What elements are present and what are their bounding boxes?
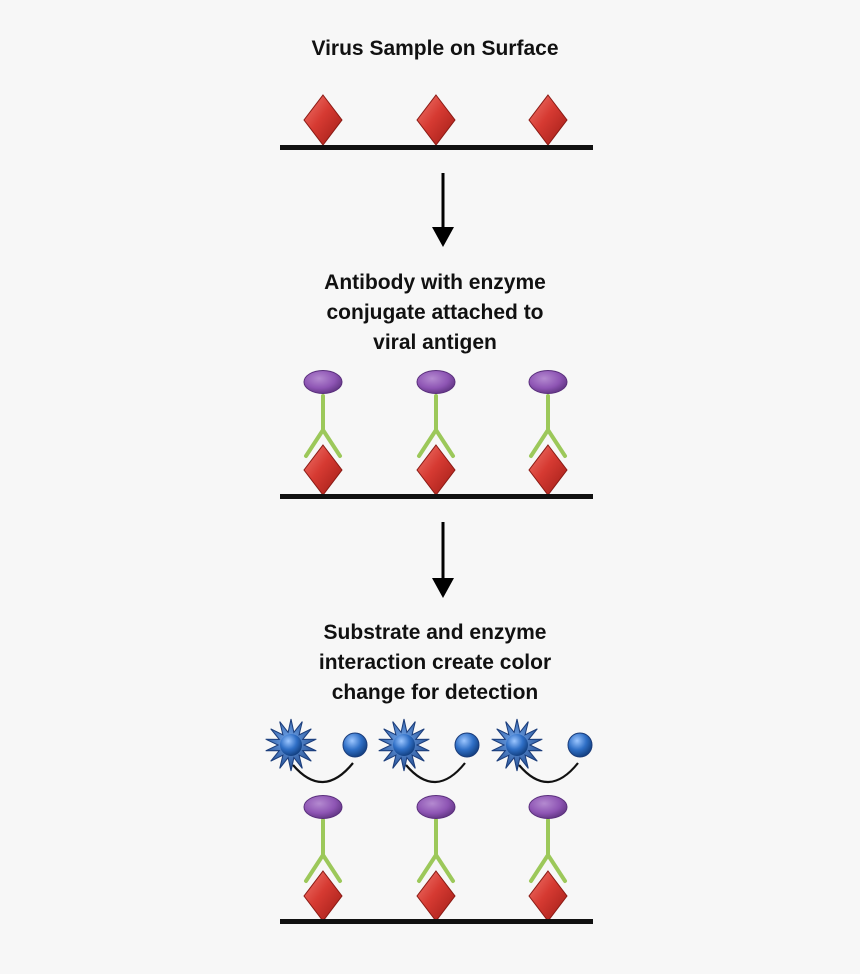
- step2-title-line2: conjugate attached to: [326, 301, 544, 324]
- step2-surface-line: [280, 494, 593, 499]
- step2-enzyme-ellipse-icon-1: [303, 370, 343, 394]
- step3-substrate-link-1: [292, 762, 354, 784]
- step2-to-step3-arrow-head-icon: [432, 578, 454, 598]
- step2-antibody-y-icon-3: [529, 394, 567, 458]
- step3-substrate-link-3: [518, 762, 579, 784]
- step3-substrate-star-core-icon-2: [393, 734, 415, 756]
- step3-title-line2: interaction create color: [318, 651, 552, 674]
- step3-antibody-y-icon-2: [417, 818, 455, 883]
- step3-substrate-ball-icon-2: [454, 732, 480, 758]
- step3-substrate-ball-icon-3: [567, 732, 593, 758]
- step3-enzyme-ellipse-icon-1: [303, 795, 343, 819]
- step3-title: Substrate and enzyme interaction create …: [230, 618, 640, 708]
- step3-substrate-star-core-icon-1: [280, 734, 302, 756]
- step1-antigen-diamond-icon-2: [416, 94, 456, 146]
- step2-enzyme-ellipse-icon-2: [416, 370, 456, 394]
- step3-substrate-link-2: [405, 762, 466, 784]
- step1-title: Virus Sample on Surface: [230, 34, 640, 64]
- step1-antigen-diamond-icon-1: [303, 94, 343, 146]
- step3-antibody-y-icon-1: [304, 818, 342, 883]
- step2-title-line1: Antibody with enzyme: [324, 271, 546, 294]
- step2-title-line3: viral antigen: [373, 331, 497, 354]
- step1-to-step2-arrow-head-icon: [432, 227, 454, 247]
- step3-title-line3: change for detection: [331, 681, 539, 704]
- step3-antibody-y-icon-3: [529, 818, 567, 883]
- step1-surface-line: [280, 145, 593, 150]
- step3-enzyme-ellipse-icon-2: [416, 795, 456, 819]
- step3-title-line1: Substrate and enzyme: [323, 621, 547, 644]
- step3-substrate-star-core-icon-3: [506, 734, 528, 756]
- step2-enzyme-ellipse-icon-3: [528, 370, 568, 394]
- step3-surface-line: [280, 919, 593, 924]
- step3-enzyme-ellipse-icon-3: [528, 795, 568, 819]
- step2-antibody-y-icon-2: [417, 394, 455, 458]
- step1-title-line1: Virus Sample on Surface: [311, 37, 559, 60]
- step2-title: Antibody with enzyme conjugate attached …: [230, 268, 640, 358]
- step1-antigen-diamond-icon-3: [528, 94, 568, 146]
- step3-substrate-ball-icon-1: [342, 732, 368, 758]
- step2-antibody-y-icon-1: [304, 394, 342, 458]
